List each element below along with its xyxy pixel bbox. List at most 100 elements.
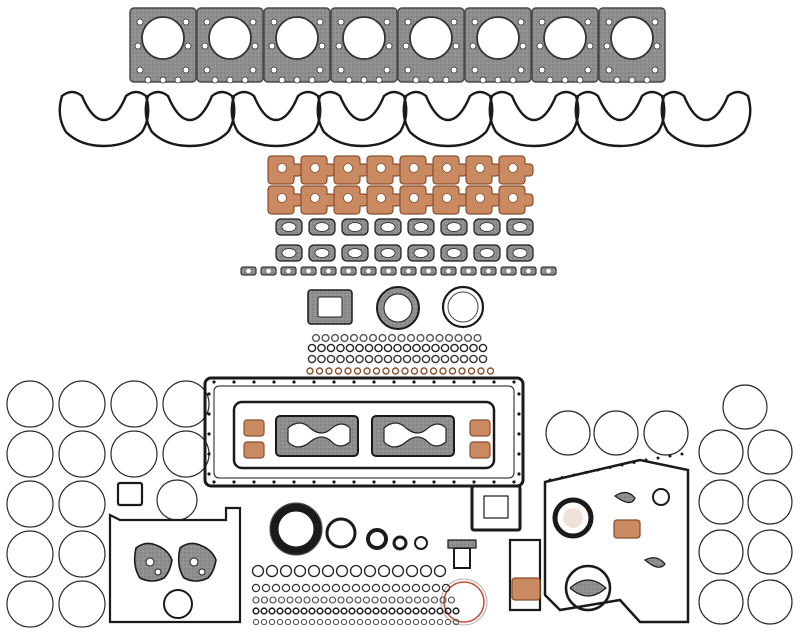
small-cover-gasket-left [243,419,265,459]
o-ring [469,354,478,364]
o-ring-set-bottom [251,564,460,626]
cover-plate-gasket [470,484,522,532]
seal-ring [162,430,210,478]
o-ring [362,596,371,604]
o-ring [452,607,460,615]
o-ring [412,354,421,364]
o-ring [351,583,361,593]
o-ring [320,596,328,604]
o-ring [440,354,450,364]
valve-cover-seal [574,90,666,148]
o-ring [308,618,316,626]
o-ring [268,618,276,626]
o-ring [306,367,314,375]
o-ring [324,607,332,615]
o-ring [321,333,330,343]
seal-ring [6,580,54,628]
o-ring [337,596,345,604]
o-ring [478,343,488,353]
o-ring [377,564,391,578]
small-cover-gasket-right [469,419,491,459]
copper-gasket [300,155,336,185]
port-gasket [473,218,501,236]
seal-ring [58,580,106,628]
copper-gasket [333,155,369,185]
copper-gasket [333,185,369,215]
port-gasket [407,218,435,236]
o-ring [412,607,420,615]
o-ring [277,596,286,604]
o-ring [383,343,393,353]
small-port-gasket [360,266,377,276]
valve-cover-seal [230,90,322,148]
o-ring [372,607,380,615]
o-ring [421,583,431,593]
o-ring [401,583,411,593]
o-ring [391,564,405,578]
flywheel-housing-gasket [108,481,242,624]
o-ring [315,367,324,375]
small-port-gasket [300,266,317,276]
valve-cover-seals [58,90,752,148]
small-port-gasket [480,266,497,276]
o-ring [380,618,388,626]
o-ring [251,583,261,593]
o-ring [326,354,336,364]
head-gasket [196,7,264,84]
seal-ring [747,529,793,575]
o-ring [307,343,317,353]
o-ring [316,618,324,626]
o-ring [276,607,284,615]
o-ring [252,618,260,626]
o-ring [450,354,459,364]
copper-gasket [366,185,402,215]
copper-flange-gasket [511,519,641,601]
o-ring [391,367,400,375]
small-port-gasket [440,266,457,276]
o-ring [321,583,331,593]
small-port-gasket [460,266,477,276]
o-ring [436,618,444,626]
o-ring [372,367,381,375]
o-ring [419,564,433,578]
small-port-gasket [420,266,437,276]
o-ring [405,596,413,604]
small-port-gasket [340,266,357,276]
o-ring [325,367,333,375]
small-port-gasket [500,266,517,276]
o-ring [435,333,444,343]
o-ring [413,596,422,604]
o-ring [300,607,308,615]
liner-seal-rings-right [545,384,793,625]
exhaust-manifold-gaskets [267,155,534,215]
o-ring [340,607,348,615]
o-ring [251,564,265,578]
o-ring [421,343,431,353]
seal-ring [156,479,198,521]
seal-ring [6,480,54,528]
o-ring [335,564,349,578]
o-ring [261,583,271,593]
head-gasket [531,7,599,84]
o-ring [388,618,396,626]
o-ring [348,607,356,615]
o-ring [307,354,317,364]
head-gasket [464,7,532,84]
o-ring [473,333,482,343]
o-ring [359,333,368,343]
o-ring [345,343,355,353]
o-ring [441,583,451,593]
seal-ring [698,529,744,575]
o-ring [425,333,435,343]
o-ring [371,583,381,593]
seal-ring [58,380,106,428]
head-gasket [330,7,398,84]
seal-ring [747,579,793,625]
o-ring [393,354,402,364]
rocker-housing-gasket-right [371,415,455,457]
o-ring [412,618,420,626]
o-ring [436,607,444,615]
o-ring [363,564,377,578]
valve-cover-seal [58,90,150,148]
